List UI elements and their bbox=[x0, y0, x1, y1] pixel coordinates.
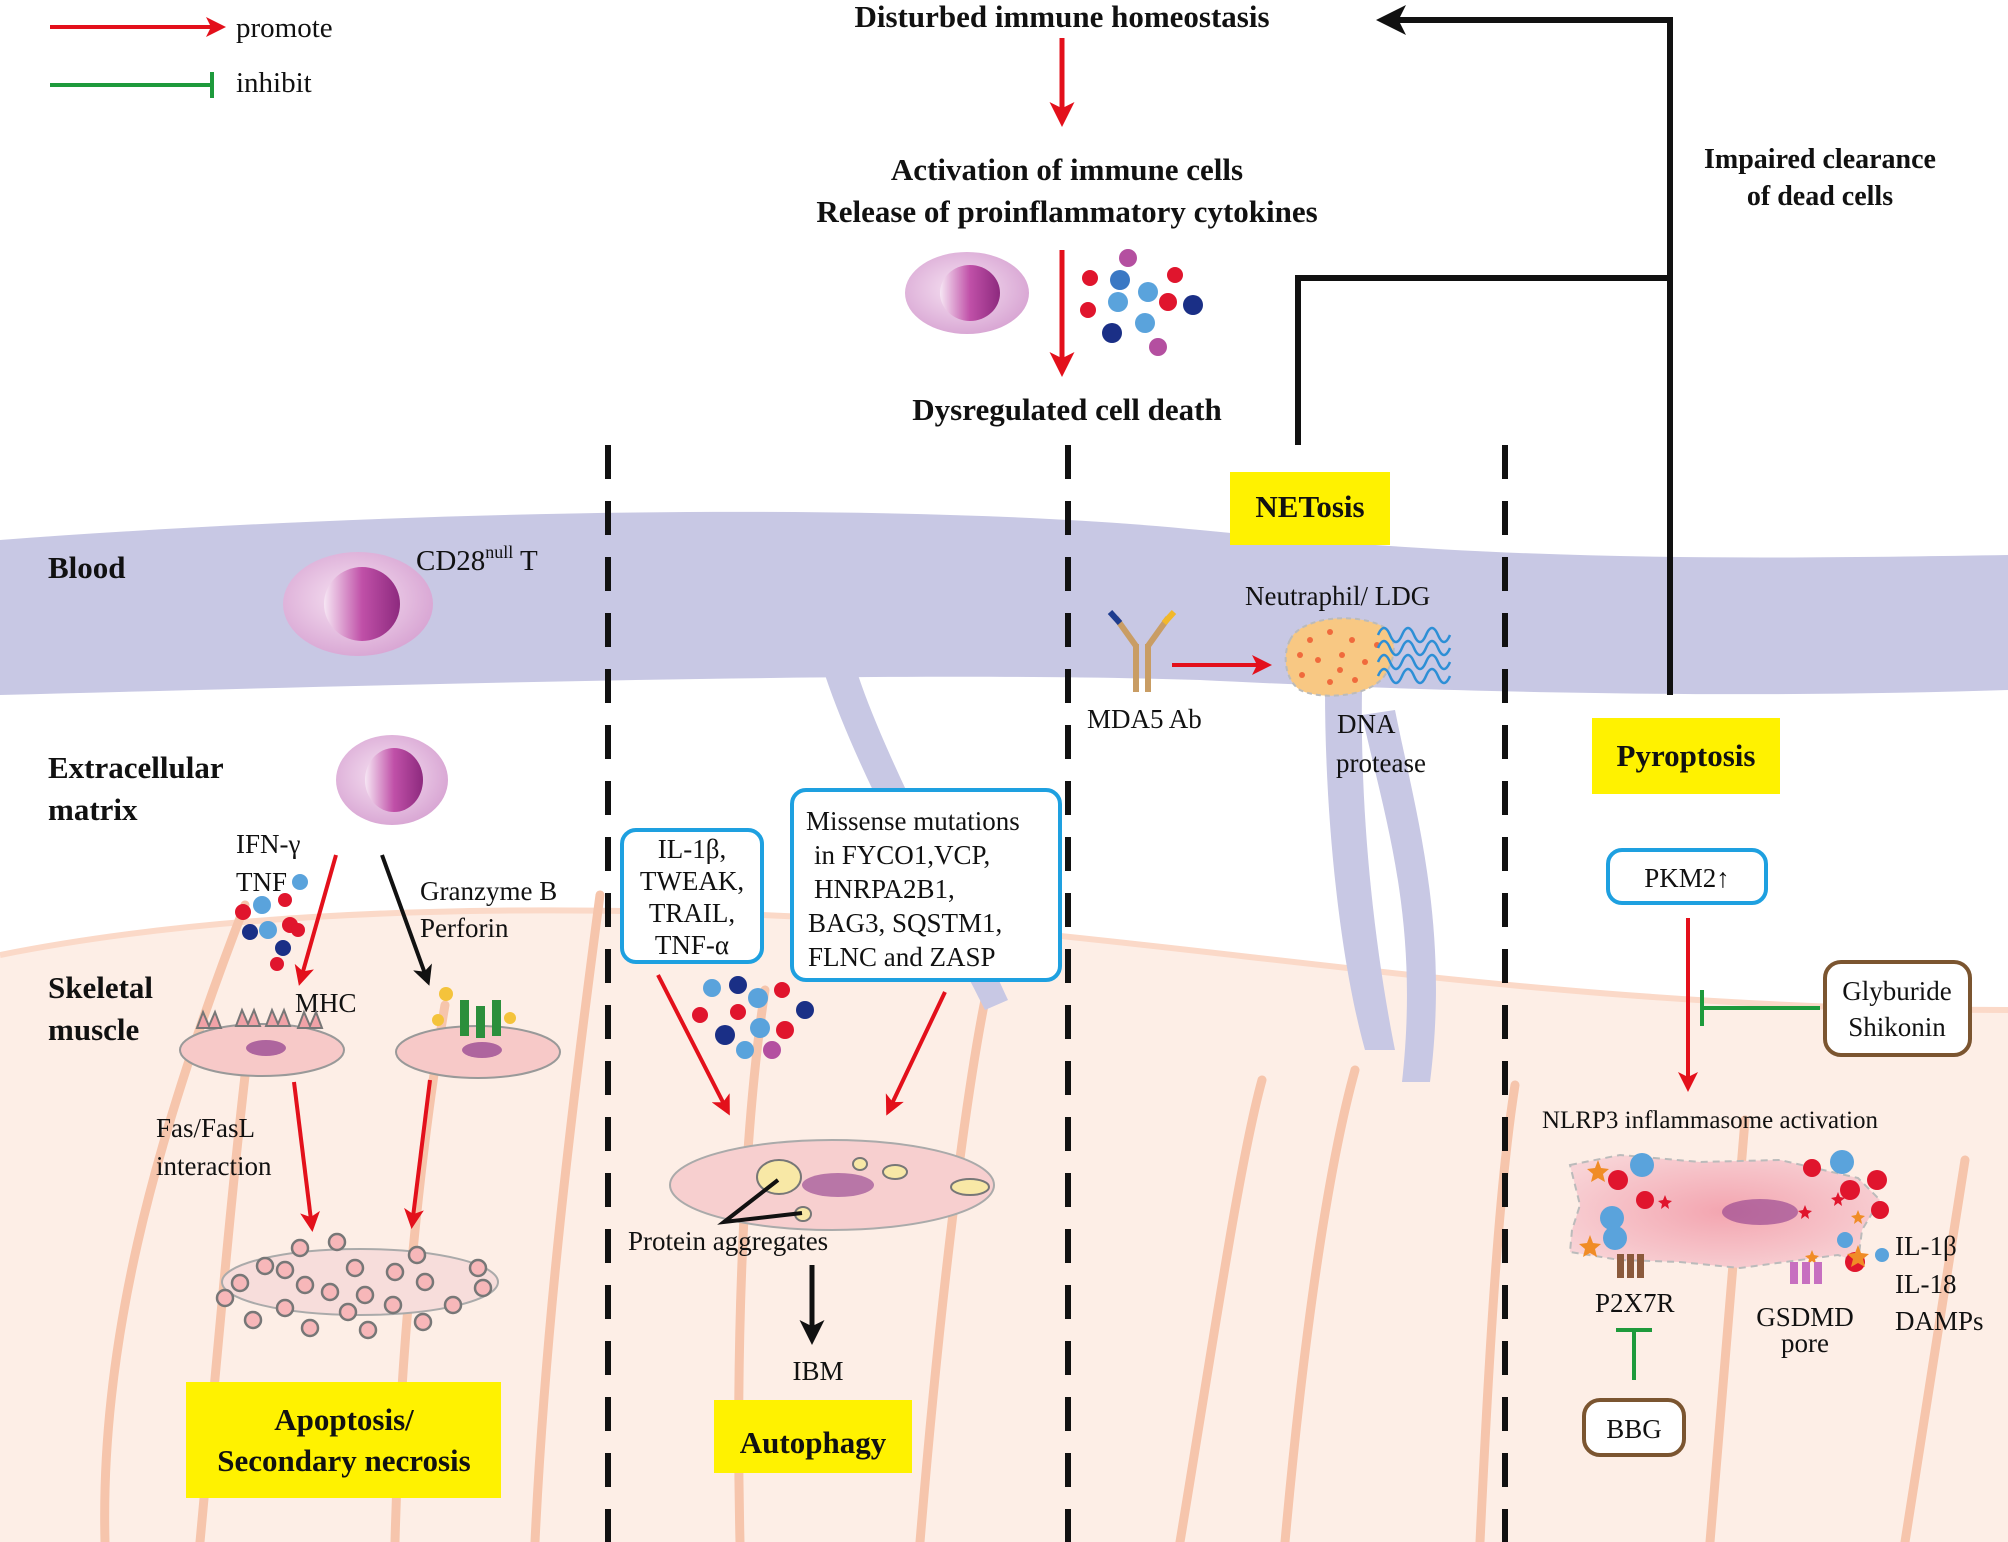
pkm2-box: PKM2↑ bbox=[1606, 848, 1768, 905]
perforin-pores bbox=[432, 987, 516, 1038]
mutation-box-line-1: Missense mutations bbox=[806, 806, 1020, 836]
mhc-receptors bbox=[195, 1007, 324, 1029]
autophagy-title: Autophagy bbox=[740, 1425, 887, 1460]
arrow-granzyme-to-apoptosis bbox=[404, 1079, 432, 1229]
damps-label: DAMPs bbox=[1895, 1306, 1984, 1336]
cytokine-box: IL-1β, TWEAK, TRAIL, TNF-α bbox=[620, 828, 764, 964]
perforin-label: Perforin bbox=[420, 913, 509, 943]
pyroptosis-title-box: Pyroptosis bbox=[1592, 718, 1780, 794]
granzyme-label: Granzyme B bbox=[420, 876, 557, 906]
vessel-branch-2 bbox=[1325, 690, 1395, 1050]
pkm2-label: PKM2↑ bbox=[1644, 863, 1730, 893]
neutrophil-label: Neutraphil/ LDG bbox=[1245, 581, 1430, 611]
glyburide-box: Glyburide Shikonin bbox=[1823, 960, 1972, 1057]
nlrp3-label: NLRP3 inflammasome activation bbox=[1542, 1107, 1879, 1134]
cd28null-t-cell-blood bbox=[283, 552, 433, 656]
mda5-antibody-label: MDA5 Ab bbox=[1087, 704, 1202, 734]
ecm-label-2: matrix bbox=[48, 792, 138, 827]
cytokine-box-line-4: TNF-α bbox=[655, 930, 729, 960]
p2x7r-receptor bbox=[1617, 1254, 1644, 1278]
fas-fasl-label-1: Fas/FasL bbox=[156, 1113, 255, 1143]
tnf-label: TNF bbox=[236, 867, 287, 897]
legend-inhibit-label: inhibit bbox=[236, 67, 312, 99]
apoptosis-title-box: Apoptosis/ Secondary necrosis bbox=[186, 1382, 501, 1498]
vessel-branch-3 bbox=[1362, 710, 1436, 1082]
ifn-gamma-label: IFN-γ bbox=[236, 829, 300, 859]
gsdmd-label-1: GSDMD bbox=[1756, 1302, 1854, 1332]
arrow-cytokines-to-autophagy bbox=[656, 974, 730, 1116]
muscle-label-1: Skeletal bbox=[48, 970, 153, 1005]
fas-fasl-label-2: interaction bbox=[156, 1151, 272, 1181]
impaired-clearance-label-2: of dead cells bbox=[1747, 181, 1893, 212]
muscle-cell-mhc bbox=[179, 1007, 345, 1077]
glyburide-label: Glyburide bbox=[1842, 976, 1951, 1006]
shikonin-label: Shikonin bbox=[1848, 1012, 1946, 1042]
damp-stars bbox=[1579, 1160, 1869, 1267]
t-cell-ecm bbox=[336, 735, 448, 825]
section-dividers bbox=[605, 445, 1508, 1542]
mutation-box: Missense mutations in FYCO1,VCP, HNRPA2B… bbox=[790, 788, 1062, 982]
activation-label: Activation of immune cells bbox=[891, 152, 1243, 187]
disturbed-homeostasis-label: Disturbed immune homeostasis bbox=[854, 0, 1269, 34]
cytokine-cluster-ifn bbox=[235, 874, 308, 971]
apoptosis-title-1: Apoptosis/ bbox=[274, 1402, 414, 1437]
dna-label: DNA bbox=[1337, 709, 1396, 739]
cd28null-label: CD28null T bbox=[416, 542, 538, 577]
mutation-box-line-3: HNRPA2B1, bbox=[814, 874, 955, 904]
arrow-mutations-to-autophagy bbox=[885, 991, 947, 1116]
apoptosis-title-2: Secondary necrosis bbox=[217, 1443, 470, 1478]
protein-aggregates-label: Protein aggregates bbox=[628, 1226, 828, 1256]
cytokine-box-line-3: TRAIL, bbox=[649, 898, 735, 928]
dysregulated-death-label: Dysregulated cell death bbox=[912, 392, 1221, 427]
immune-cell-top bbox=[905, 252, 1029, 334]
autophagy-title-box: Autophagy bbox=[714, 1400, 912, 1473]
protease-label: protease bbox=[1336, 748, 1426, 778]
cytokine-box-line-1: IL-1β, bbox=[658, 834, 726, 864]
mda5-antibody bbox=[1107, 609, 1177, 692]
released-cytokines bbox=[1600, 1150, 1889, 1272]
arrow-t-cell-to-mhc bbox=[294, 854, 338, 986]
il1b-label: IL-1β bbox=[1895, 1231, 1957, 1261]
arrow-mhc-to-apoptosis bbox=[292, 1081, 320, 1232]
apoptotic-cell bbox=[215, 1232, 499, 1340]
feedback-line bbox=[1295, 275, 1670, 445]
p2x7r-label: P2X7R bbox=[1595, 1288, 1675, 1318]
autophagic-muscle-cell bbox=[669, 1139, 995, 1231]
legend-promote-label: promote bbox=[236, 12, 333, 44]
release-label: Release of proinflammatory cytokines bbox=[816, 194, 1317, 229]
mutation-box-line-5: FLNC and ZASP bbox=[808, 942, 996, 972]
netosis-title-box: NETosis bbox=[1230, 472, 1390, 545]
netting-neutrophil bbox=[1284, 617, 1452, 697]
netosis-title: NETosis bbox=[1255, 489, 1364, 524]
il18-label: IL-18 bbox=[1895, 1269, 1956, 1299]
mutation-box-line-4: BAG3, SQSTM1, bbox=[808, 908, 1002, 938]
impaired-clearance-arrow bbox=[1376, 5, 1673, 695]
mutation-box-line-2: in FYCO1,VCP, bbox=[814, 840, 990, 870]
muscle-cell-granzyme bbox=[395, 987, 561, 1079]
blood-label: Blood bbox=[48, 550, 126, 585]
cytokine-cluster-top bbox=[1080, 249, 1203, 356]
ecm-label-1: Extracellular bbox=[48, 750, 224, 785]
pyroptosis-title: Pyroptosis bbox=[1617, 738, 1756, 773]
gsdmd-label-2: pore bbox=[1781, 1328, 1829, 1358]
cytokine-box-line-2: TWEAK, bbox=[640, 866, 744, 896]
impaired-clearance-label-1: Impaired clearance bbox=[1704, 144, 1936, 175]
legend: promote inhibit bbox=[50, 12, 333, 99]
neutrophil-granules bbox=[1297, 629, 1380, 685]
ibm-label: IBM bbox=[792, 1356, 843, 1386]
bbg-label: BBG bbox=[1606, 1414, 1662, 1444]
bbg-box: BBG bbox=[1582, 1398, 1686, 1457]
cytokine-cluster-autophagy bbox=[692, 976, 814, 1059]
apoptotic-bodies bbox=[215, 1232, 493, 1340]
pyroptotic-cell bbox=[1568, 1150, 1889, 1284]
net-dna-strands bbox=[1376, 626, 1452, 685]
arrow-t-cell-to-granzyme bbox=[380, 854, 432, 986]
muscle-label-2: muscle bbox=[48, 1012, 139, 1047]
gsdmd-pore bbox=[1790, 1262, 1822, 1284]
